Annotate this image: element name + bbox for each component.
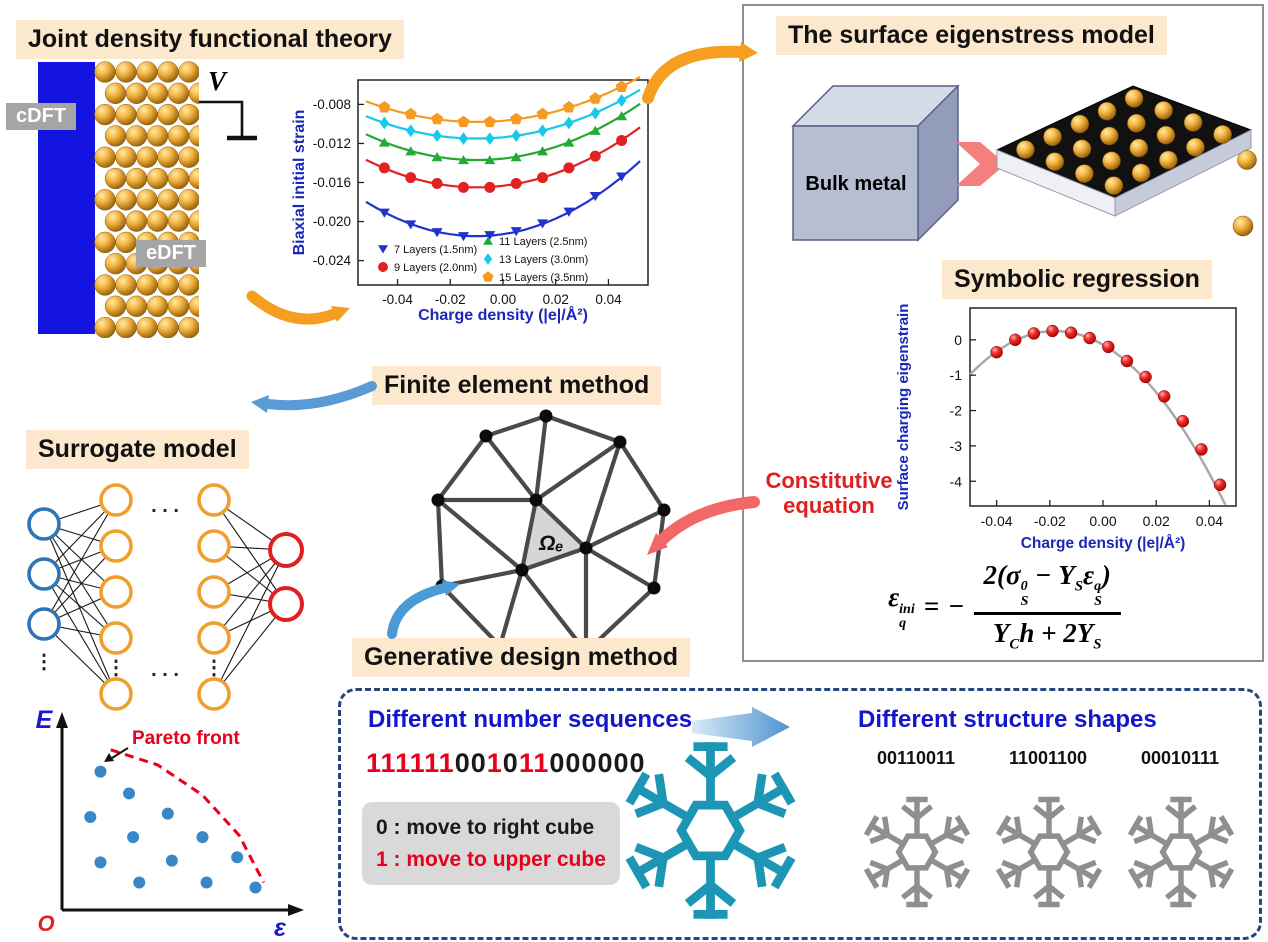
svg-text:⋮: ⋮ <box>106 657 126 679</box>
structure-snowflake-3 <box>1120 778 1242 926</box>
svg-text:Pareto front: Pareto front <box>132 728 240 749</box>
svg-text:Surface charging eigenstrain: Surface charging eigenstrain <box>895 304 912 511</box>
svg-text:-0.02: -0.02 <box>1034 513 1066 529</box>
cdft-label: cDFT <box>6 103 76 130</box>
generative-design-box <box>338 688 1262 940</box>
title-symbolic-regression: Symbolic regression <box>942 260 1212 300</box>
svg-text:-0.020: -0.020 <box>313 214 351 229</box>
svg-text:13 Layers (3.0nm): 13 Layers (3.0nm) <box>499 254 588 266</box>
svg-text:Charge density (|e|/Å²): Charge density (|e|/Å²) <box>1021 535 1186 552</box>
biaxial-strain-chart: -0.04 -0.02 0.00 0.02 0.04 -0.008 -0.012 -0.016… <box>291 75 649 324</box>
voltage-probe-icon <box>198 100 257 141</box>
pareto-chart: Eε O Pareto front <box>36 706 304 940</box>
svg-text:-0.016: -0.016 <box>313 175 351 190</box>
svg-text:Biaxial initial strain: Biaxial initial strain <box>291 110 308 256</box>
svg-text:-2: -2 <box>950 403 963 419</box>
svg-text:O: O <box>37 911 54 936</box>
svg-text:-0.024: -0.024 <box>313 253 352 268</box>
metal-slab-with-atoms <box>995 85 1257 237</box>
gold-atom-cluster <box>94 61 199 338</box>
shape-label-3: 00010111 <box>1140 748 1220 768</box>
title-surrogate: Surrogate model <box>26 430 249 470</box>
element-label: Ωₑ <box>538 532 564 555</box>
svg-text:Charge density (|e|/Å²): Charge density (|e|/Å²) <box>418 305 588 324</box>
svg-text:ε: ε <box>274 914 287 940</box>
svg-text:11 Layers (2.5nm): 11 Layers (2.5nm) <box>499 236 587 248</box>
svg-text:0.04: 0.04 <box>595 292 622 307</box>
title-fem: Finite element method <box>372 366 662 406</box>
title-jdft: Joint density functional theory <box>16 20 404 60</box>
encoding-rules: 0 : move to right cube 1 : move to upper… <box>362 802 620 885</box>
bulk-metal-label: Bulk metal <box>805 173 906 195</box>
svg-text:⋮: ⋮ <box>204 657 224 679</box>
fem-mesh: Ωₑ <box>431 409 671 659</box>
svg-text:-3: -3 <box>950 438 963 454</box>
svg-text:-0.04: -0.04 <box>981 513 1013 529</box>
neural-network: ⋮ ⋮ ⋮ . . . . . . <box>27 483 304 711</box>
voltage-label: V <box>208 66 227 96</box>
slab-surface-atoms <box>1016 89 1257 237</box>
edft-label: eDFT <box>136 240 206 267</box>
svg-text:0.00: 0.00 <box>1089 513 1116 529</box>
svg-text:E: E <box>36 706 54 734</box>
svg-text:0.00: 0.00 <box>490 292 516 307</box>
structure-snowflake-1 <box>856 778 978 926</box>
cube-to-slab-arrow-icon <box>956 142 1006 186</box>
svg-text:-0.02: -0.02 <box>435 292 466 307</box>
svg-text:0: 0 <box>954 332 962 348</box>
sequences-title: Different number sequences <box>368 706 693 733</box>
arrow-fem-to-surrogate <box>251 381 377 413</box>
svg-text:-0.008: -0.008 <box>313 97 351 112</box>
shapes-title: Different structure shapes <box>858 706 1157 733</box>
svg-text:0.04: 0.04 <box>1196 513 1223 529</box>
rule-one: 1 : move to upper cube <box>376 847 606 871</box>
structure-snowflake-2 <box>988 778 1110 926</box>
number-sequence: 111111001011000000 <box>366 748 646 778</box>
title-eigenstress: The surface eigenstress model <box>776 16 1167 56</box>
svg-text:0.02: 0.02 <box>1143 513 1170 529</box>
svg-text:7 Layers (1.5nm): 7 Layers (1.5nm) <box>394 244 477 256</box>
bulk-metal-cube: Bulk metal <box>791 84 960 242</box>
constitutive-equation-label: Constitutive equation <box>765 468 893 519</box>
rule-zero: 0 : move to right cube <box>376 816 595 839</box>
shape-label-2: 11001100 <box>1008 748 1088 768</box>
svg-text:-1: -1 <box>950 367 963 383</box>
svg-text:15 Layers (3.5nm): 15 Layers (3.5nm) <box>499 272 588 284</box>
svg-text:0.02: 0.02 <box>543 292 569 307</box>
svg-text:-4: -4 <box>950 473 963 489</box>
svg-text:. . .: . . . <box>151 495 179 517</box>
svg-text:. . .: . . . <box>151 659 179 681</box>
svg-text:-0.04: -0.04 <box>382 292 413 307</box>
sequence-structure-snowflake <box>613 733 808 928</box>
svg-text:-0.012: -0.012 <box>313 136 351 151</box>
svg-text:⋮: ⋮ <box>34 651 54 673</box>
svg-text:9 Layers (2.0nm): 9 Layers (2.0nm) <box>394 262 477 274</box>
shape-label-1: 00110011 <box>876 748 956 768</box>
sequences-to-shapes-arrow-icon <box>692 707 790 747</box>
title-generative: Generative design method <box>352 638 690 678</box>
